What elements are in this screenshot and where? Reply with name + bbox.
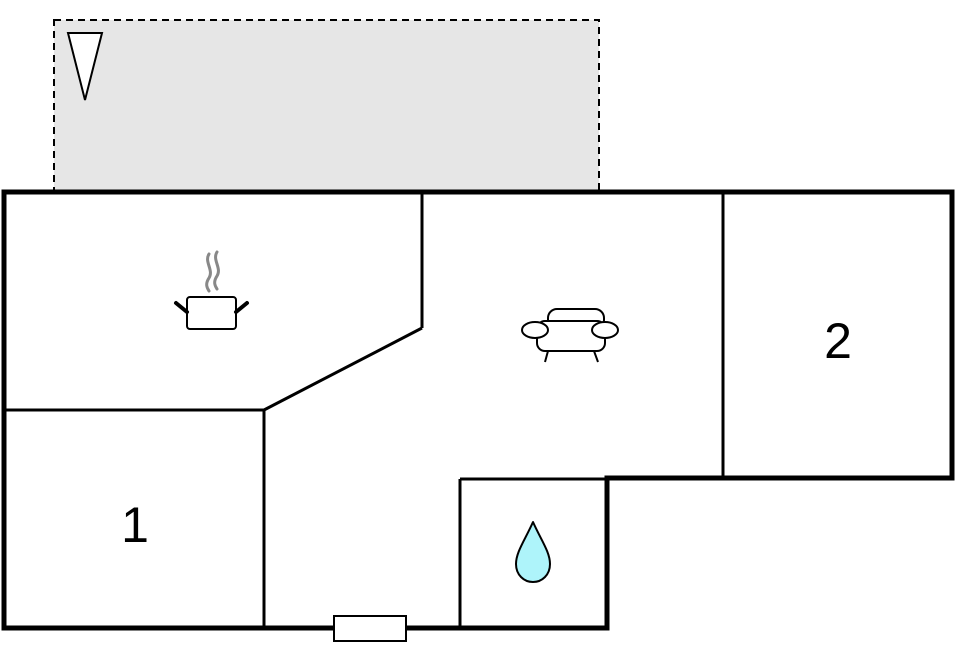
cooking-pot-icon — [174, 250, 249, 330]
bedroom-2-label: 2 — [824, 313, 852, 369]
north-arrow-icon — [66, 32, 104, 101]
bedroom-1-label: 1 — [121, 497, 149, 553]
interior-walls — [4, 192, 725, 628]
entrance-door-icon — [333, 615, 407, 642]
sofa-icon — [521, 308, 619, 363]
terrace — [53, 19, 600, 193]
water-drop-icon — [515, 521, 551, 583]
